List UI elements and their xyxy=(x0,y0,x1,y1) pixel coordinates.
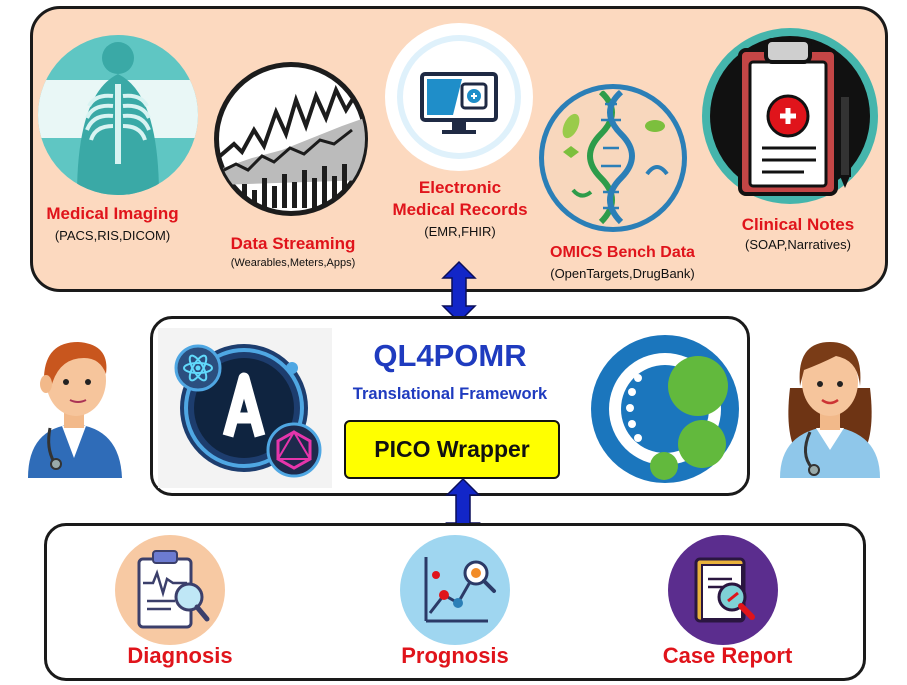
source-subtitle-omics: (OpenTargets,DrugBank) xyxy=(550,266,695,281)
source-title-clinical-notes: Clinical Notes xyxy=(741,215,855,234)
source-title-medical-imaging: Medical Imaging xyxy=(46,204,179,223)
source-title-emr-line1: Electronic xyxy=(418,178,502,197)
source-title-data-streaming: Data Streaming xyxy=(230,234,356,253)
bidirectional-arrow-top xyxy=(441,260,477,324)
xray-chest-icon xyxy=(38,35,198,195)
emr-monitor-icon xyxy=(385,23,533,171)
pico-wrapper-box: PICO Wrapper xyxy=(344,420,560,479)
source-subtitle-medical-imaging: (PACS,RIS,DICOM) xyxy=(54,228,171,243)
output-label-case-report: Case Report xyxy=(662,643,793,668)
framework-subtitle: Translational Framework xyxy=(352,385,548,403)
prognosis-chart-icon xyxy=(400,535,510,645)
output-label-diagnosis: Diagnosis xyxy=(127,643,233,668)
dna-omics-icon xyxy=(539,84,687,232)
source-title-omics: OMICS Bench Data xyxy=(550,244,695,261)
clipboard-notes-icon xyxy=(702,28,878,204)
case-report-book-icon xyxy=(668,535,778,645)
apollo-graphql-react-logo-icon xyxy=(158,328,332,488)
output-label-prognosis: Prognosis xyxy=(401,643,509,668)
male-doctor-icon xyxy=(28,342,122,478)
diagnosis-report-icon xyxy=(115,535,225,645)
framework-title: QL4POMR xyxy=(373,338,527,373)
female-doctor-icon xyxy=(780,342,880,478)
source-subtitle-clinical-notes: (SOAP,Narratives) xyxy=(745,237,851,252)
data-stream-chart-icon xyxy=(214,62,368,216)
pico-wrapper-label: PICO Wrapper xyxy=(374,436,530,462)
neo4j-graph-logo-icon xyxy=(591,335,739,483)
source-subtitle-emr: (EMR,FHIR) xyxy=(424,224,496,239)
source-subtitle-data-streaming: (Wearables,Meters,Apps) xyxy=(230,257,356,269)
source-title-emr-line2: Medical Records xyxy=(392,200,528,219)
